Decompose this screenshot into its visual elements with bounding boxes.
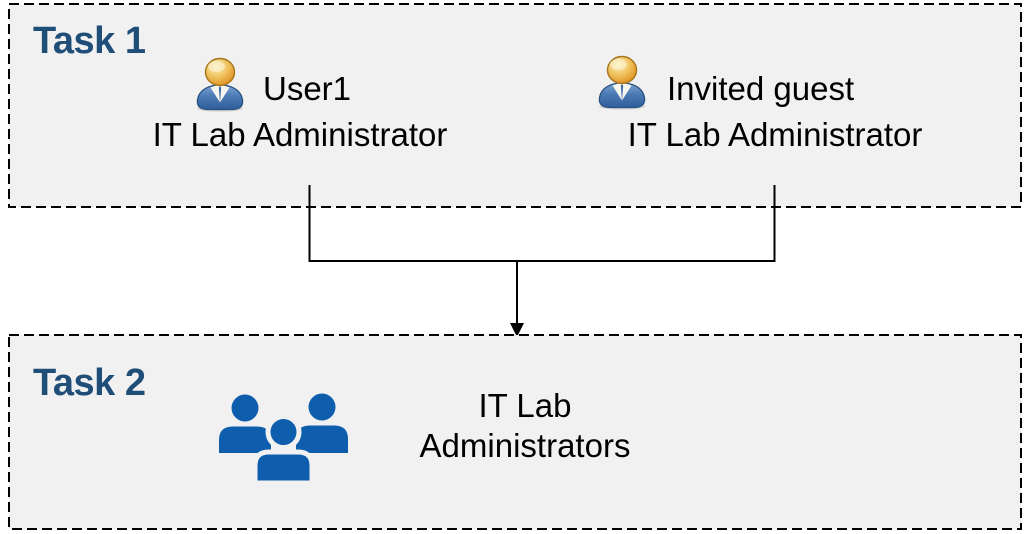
task1-box: Task 1 User1 IT Lab Administrator [8, 3, 1022, 208]
person-icon [594, 55, 650, 110]
group-name: IT Lab Administrators [375, 386, 675, 466]
invited-guest-role: IT Lab Administrator [627, 116, 923, 153]
user1-role: IT Lab Administrator [152, 116, 448, 153]
task1-dashed-border [8, 3, 1022, 208]
task2-box: Task 2 IT Lab Administrators [8, 334, 1022, 530]
task1-label: Task 1 [33, 20, 146, 62]
people-group-icon [218, 393, 350, 486]
user1-name: User1 [263, 70, 352, 107]
group-name-line1: IT Lab [478, 387, 572, 424]
invited-guest-name: Invited guest [667, 70, 855, 107]
task2-dashed-border [8, 334, 1022, 530]
group-name-line2: Administrators [419, 427, 631, 464]
person-icon [192, 57, 248, 112]
task2-label: Task 2 [33, 362, 146, 404]
